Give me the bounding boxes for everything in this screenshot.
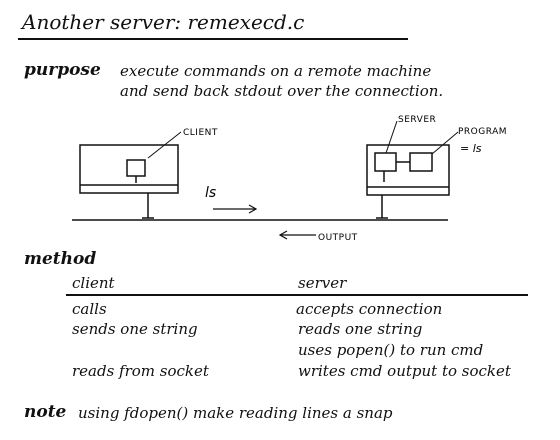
purpose-line-1: execute commands on a remote machine [120, 62, 432, 80]
output-label: OUTPUT [318, 233, 358, 243]
program-process-box [409, 152, 433, 172]
server-machine [366, 144, 450, 219]
program-label: PROGRAM [458, 127, 507, 137]
request-arrow [213, 204, 258, 214]
note-text: using fdopen() make reading lines a snap [78, 404, 393, 422]
server-label: SERVER [398, 115, 436, 125]
server-process-box [374, 152, 397, 172]
table-cell-client: sends one string [72, 320, 198, 338]
ls-label: ls [205, 185, 216, 201]
note-label: note [24, 402, 67, 422]
program-eq-label: = ls [460, 142, 482, 155]
table-cell-server: uses popen() to run cmd [298, 341, 484, 359]
client-pointer [147, 131, 182, 159]
table-header-rule [66, 294, 528, 296]
table-cell-server: accepts connection [296, 300, 443, 318]
output-arrow [278, 230, 316, 240]
table-cell-client: calls [72, 300, 107, 318]
client-label: CLIENT [183, 128, 218, 138]
title-underline [18, 38, 408, 40]
table-cell-server: writes cmd output to socket [298, 362, 511, 380]
server-screen [366, 144, 450, 196]
purpose-label: purpose [24, 60, 101, 80]
purpose-line-2: and send back stdout over the connection… [120, 82, 444, 100]
client-machine [79, 144, 179, 219]
client-screen [79, 144, 179, 194]
method-label: method [24, 249, 97, 269]
column-header-server: server [298, 274, 347, 292]
table-cell-server: reads one string [298, 320, 423, 338]
client-process-box [126, 159, 146, 177]
program-pointer [431, 131, 459, 155]
column-header-client: client [72, 274, 115, 292]
table-cell-client: reads from socket [72, 362, 209, 380]
page-title: Another server: remexecd.c [22, 10, 305, 34]
server-pointer [385, 120, 398, 154]
